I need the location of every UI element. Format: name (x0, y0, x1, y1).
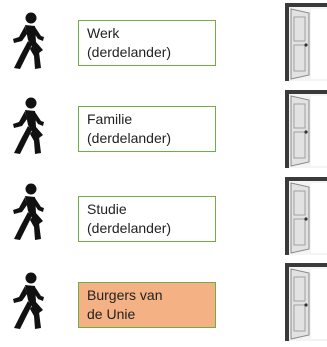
door-icon (285, 90, 327, 168)
category-label-studie: Studie (derdelander) (78, 196, 216, 242)
door-icon (285, 177, 327, 255)
category-row-werk: Werk (derdelander) (0, 0, 327, 84)
walking-person-icon (13, 97, 44, 154)
walking-person-icon (13, 12, 44, 69)
door-icon (285, 263, 327, 341)
category-row-burgers-van-de-unie: Burgers van de Unie (0, 258, 327, 342)
category-label-familie: Familie (derdelander) (78, 106, 216, 152)
walking-person-icon (13, 183, 44, 240)
category-row-studie: Studie (derdelander) (0, 172, 327, 256)
category-label-burgers-van-de-unie: Burgers van de Unie (78, 282, 216, 328)
category-label-werk: Werk (derdelander) (78, 20, 216, 66)
walking-person-icon (13, 272, 44, 329)
category-row-familie: Familie (derdelander) (0, 86, 327, 170)
door-icon (285, 3, 327, 81)
